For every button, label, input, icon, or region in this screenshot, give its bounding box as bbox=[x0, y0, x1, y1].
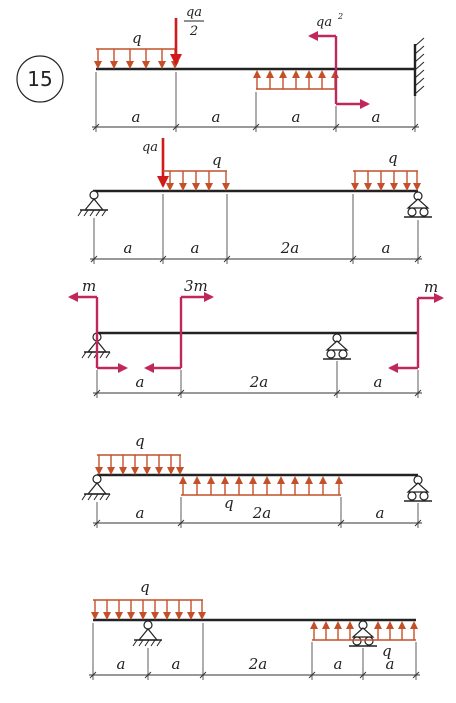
beam-1-q-label: q bbox=[132, 29, 142, 47]
beam-4: q q a bbox=[81, 432, 432, 528]
beam-3-dim-2: 2a bbox=[249, 373, 269, 391]
problem-number: 15 bbox=[27, 67, 52, 91]
beam-1-force-label: qa 2 bbox=[184, 5, 204, 39]
beam-4-dim-2: 2a bbox=[252, 504, 272, 522]
beam-1-force-label-den: 2 bbox=[189, 24, 198, 39]
beam-5-dim-3: 2a bbox=[248, 655, 268, 673]
problem-number-circle bbox=[16, 55, 64, 103]
beam-2-dim-3: 2a bbox=[280, 239, 300, 257]
beam-2-force-label: qa bbox=[142, 140, 158, 155]
beam-4-q-top-label: q bbox=[135, 432, 145, 450]
beam-3-moment-left bbox=[68, 292, 128, 373]
beam-5-distributed-load-up bbox=[310, 621, 418, 641]
beam-5-dimensions bbox=[89, 623, 420, 680]
pin-support-icon bbox=[132, 620, 162, 647]
beam-1-moment bbox=[308, 31, 370, 109]
beam-4-distributed-load-up bbox=[179, 476, 343, 496]
beam-1-dim-3: a bbox=[292, 108, 301, 126]
beam-5-dim-4: a bbox=[334, 655, 343, 673]
beam-2-dim-1: a bbox=[124, 239, 133, 257]
beam-4-dimensions bbox=[93, 497, 422, 528]
beam-4-dim-1: a bbox=[136, 504, 145, 522]
beam-1-dim-4: a bbox=[372, 108, 381, 126]
problem-number-badge: 15 bbox=[16, 55, 64, 103]
beam-3-moment-right bbox=[388, 293, 444, 373]
pin-support-icon bbox=[77, 190, 108, 217]
beam-3: m 3m m a 2a a bbox=[68, 277, 444, 398]
beam-1-distributed-load-up bbox=[253, 70, 339, 90]
beam-1-distributed-load-left bbox=[94, 48, 179, 69]
beam-1-dim-1: a bbox=[132, 108, 141, 126]
beam-5-dim-1: a bbox=[117, 655, 126, 673]
beam-3-moment-mid bbox=[144, 292, 214, 373]
beam-2-q1-label: q bbox=[212, 151, 222, 169]
beam-2-dim-2: a bbox=[191, 239, 200, 257]
beam-1: q qa 2 qa 2 bbox=[92, 5, 425, 132]
beam-3-dim-1: a bbox=[136, 373, 145, 391]
beam-2-distributed-load-1 bbox=[163, 170, 230, 191]
beam-2-q2-label: q bbox=[388, 149, 398, 167]
beam-3-dim-3: a bbox=[374, 373, 383, 391]
beam-1-dimensions bbox=[92, 72, 419, 132]
beam-2: qa q q bbox=[77, 138, 432, 264]
beam-1-moment-label: qa bbox=[316, 15, 332, 30]
beam-5-dim-2: a bbox=[172, 655, 181, 673]
beam-2-dimensions bbox=[90, 194, 422, 264]
beam-3-m-right-label: m bbox=[424, 278, 438, 296]
fixed-wall-icon bbox=[413, 37, 425, 96]
beam-3-dimensions bbox=[93, 361, 422, 398]
beam-3-3m-label: 3m bbox=[184, 277, 208, 295]
roller-support-icon bbox=[323, 333, 351, 360]
beam-4-distributed-load-down bbox=[95, 454, 184, 475]
beam-1-dim-2: a bbox=[212, 108, 221, 126]
beam-4-q-bottom-label: q bbox=[224, 494, 234, 512]
beam-2-distributed-load-2 bbox=[351, 170, 421, 191]
roller-support-icon bbox=[404, 191, 432, 218]
pin-support-icon bbox=[81, 474, 111, 501]
beam-1-force-label-num: qa bbox=[186, 5, 202, 20]
beam-5-distributed-load-down bbox=[91, 599, 206, 620]
beam-5-dim-5: a bbox=[386, 655, 395, 673]
roller-support-icon bbox=[404, 475, 432, 502]
roller-support-icon bbox=[349, 620, 377, 647]
beam-4-dim-3: a bbox=[376, 504, 385, 522]
beam-5: q q a bbox=[89, 578, 420, 680]
beam-5-q-bottom-label: q bbox=[382, 642, 392, 660]
beam-3-m-left-label: m bbox=[82, 277, 96, 295]
beam-5-q-top-label: q bbox=[140, 578, 150, 596]
beam-2-dim-4: a bbox=[382, 239, 391, 257]
beam-1-moment-label-exp: 2 bbox=[337, 12, 343, 21]
